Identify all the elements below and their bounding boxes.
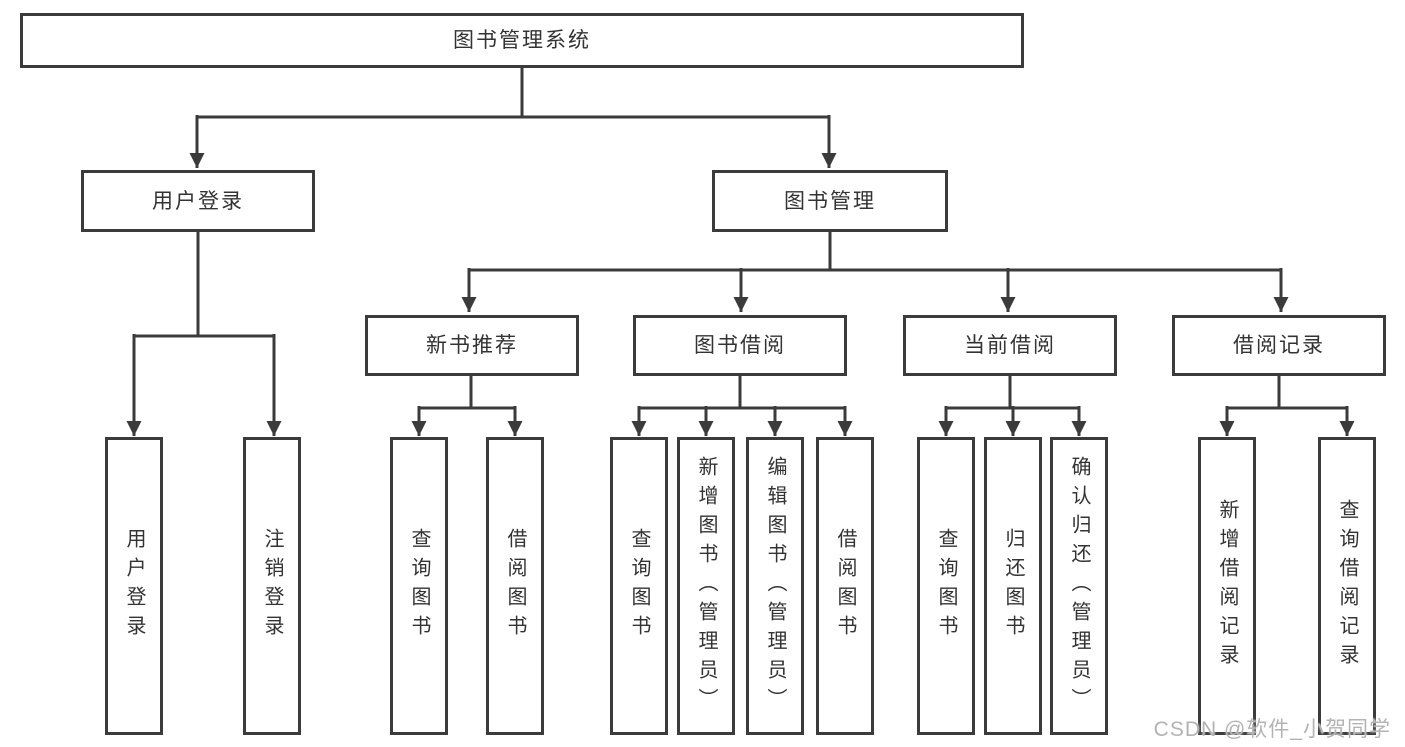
leaf-cb-query-book: 查询图书 [917,437,975,735]
leaf-cb-confirm-return-admin-label: 确认归还（管理员） [1068,455,1090,717]
leaf-cb-query-book-label: 查询图书 [935,528,957,644]
leaf-br-query-record-label: 查询借阅记录 [1336,499,1358,673]
node-book-management-label: 图书管理 [784,189,876,213]
connector-userlogin-stem [134,231,274,338]
node-book-borrow-label: 图书借阅 [694,334,786,357]
leaf-user-login: 用户登录 [105,437,163,735]
node-user-login: 用户登录 [81,170,315,232]
connector-newbook-stem [419,374,515,410]
node-user-login-label: 用户登录 [152,189,244,213]
node-root-label: 图书管理系统 [453,29,591,52]
leaf-logout-label: 注销登录 [261,528,283,644]
node-borrow-record-label: 借阅记录 [1233,334,1325,357]
leaf-bb-edit-book-admin: 编辑图书（管理员） [746,437,804,735]
leaf-br-add-record: 新增借阅记录 [1198,437,1256,735]
leaf-bb-borrow-book-label: 借阅图书 [834,528,856,644]
leaf-cb-return-book-label: 归还图书 [1002,528,1024,644]
connector-bookborrow-stem [639,374,845,410]
connector-borrowrecord-stem [1227,374,1347,410]
node-book-borrow: 图书借阅 [633,315,847,376]
node-book-management: 图书管理 [712,170,948,232]
connector-currentborrow-stem [946,374,1079,410]
leaf-cb-return-book: 归还图书 [984,437,1042,735]
node-borrow-record: 借阅记录 [1172,315,1386,376]
node-current-borrow: 当前借阅 [903,315,1117,376]
leaf-bb-query-book-label: 查询图书 [628,528,650,644]
node-current-borrow-label: 当前借阅 [964,334,1056,357]
leaf-logout: 注销登录 [243,437,301,735]
node-new-book-recommend: 新书推荐 [365,315,579,376]
node-new-book-recommend-label: 新书推荐 [426,334,518,357]
leaf-bb-query-book: 查询图书 [610,437,668,735]
leaf-br-add-record-label: 新增借阅记录 [1216,499,1238,673]
connector-root-stem [197,67,829,119]
leaf-bb-add-book-admin: 新增图书（管理员） [677,437,735,735]
leaf-bb-borrow-book: 借阅图书 [816,437,874,735]
leaf-bb-add-book-admin-label: 新增图书（管理员） [695,455,717,717]
node-root: 图书管理系统 [20,13,1024,68]
leaf-user-login-label: 用户登录 [123,528,145,644]
leaf-nb-query-book-label: 查询图书 [408,528,430,644]
leaf-bb-edit-book-admin-label: 编辑图书（管理员） [764,455,786,717]
leaf-nb-borrow-book: 借阅图书 [486,437,544,735]
leaf-nb-query-book: 查询图书 [390,437,448,735]
leaf-cb-confirm-return-admin: 确认归还（管理员） [1050,437,1108,735]
leaf-nb-borrow-book-label: 借阅图书 [504,528,526,644]
connector-bookmgmt-stem [469,231,1281,272]
leaf-br-query-record: 查询借阅记录 [1318,437,1376,735]
csdn-watermark: CSDN @软件_小贺同学 [1153,718,1391,741]
